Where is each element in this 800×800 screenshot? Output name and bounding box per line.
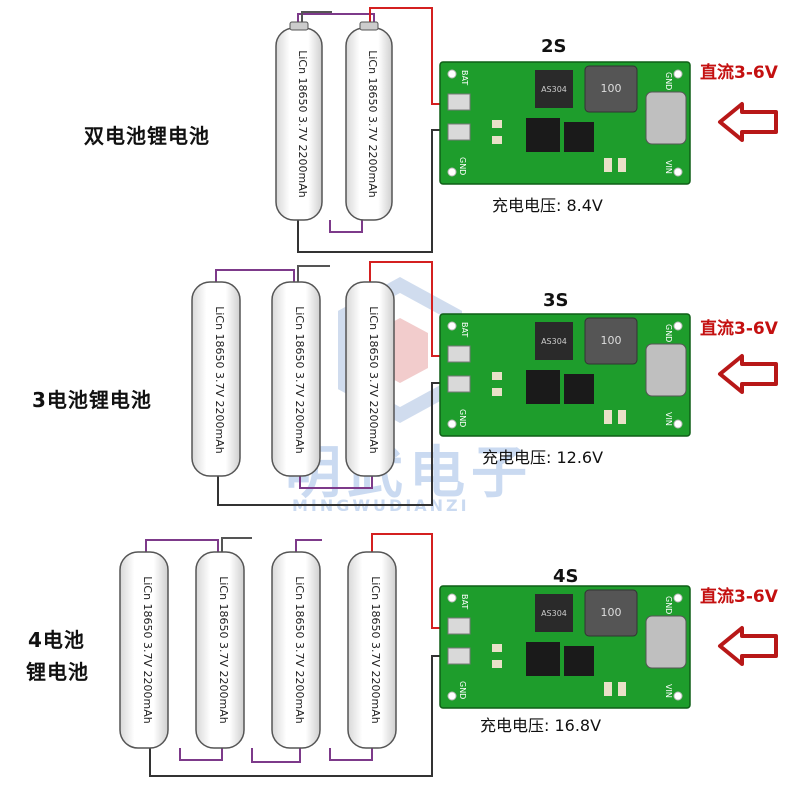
- pin-label: GND: [664, 596, 673, 614]
- inductor-label: 100: [601, 606, 622, 619]
- battery-label: LiCn 18650 3.7V 2200mAh: [141, 576, 154, 724]
- row-4s-wires: [145, 533, 448, 777]
- battery-label: LiCn 18650 3.7V 2200mAh: [217, 576, 230, 724]
- charger-board: BAT GND GND VIN 100 AS304: [439, 585, 691, 709]
- chip-label: AS304: [541, 85, 567, 94]
- chip-label: AS304: [541, 337, 567, 346]
- pin-label: GND: [458, 681, 467, 699]
- battery-label: LiCn 18650 3.7V 2200mAh: [213, 306, 226, 454]
- battery-label: LiCn 18650 3.7V 2200mAh: [293, 576, 306, 724]
- battery-label: LiCn 18650 3.7V 2200mAh: [296, 50, 309, 198]
- pin-label: VIN: [664, 684, 673, 698]
- input-arrow: [718, 354, 778, 394]
- pin-label: VIN: [664, 160, 673, 174]
- pin-label: BAT: [460, 70, 469, 85]
- row-4s-input: 直流3-6V: [700, 587, 778, 607]
- pin-label: GND: [664, 324, 673, 342]
- pin-label: VIN: [664, 412, 673, 426]
- row-2s-label: 双电池锂电池: [84, 124, 210, 148]
- row-4s-label: 4电池: [28, 628, 85, 652]
- pin-label: BAT: [460, 594, 469, 609]
- input-arrow: [718, 102, 778, 142]
- charger-board: BAT GND GND VIN 100 AS304: [439, 61, 691, 185]
- pin-label: GND: [664, 72, 673, 90]
- row-4s-voltage: 充电电压: 16.8V: [480, 716, 602, 735]
- row-2s-series: 2S: [541, 36, 567, 57]
- battery-cell: LiCn 18650 3.7V 2200mAh: [345, 21, 393, 221]
- battery-cell: LiCn 18650 3.7V 2200mAh: [195, 551, 245, 749]
- row-2s-voltage: 充电电压: 8.4V: [492, 196, 603, 215]
- input-arrow: [718, 626, 778, 666]
- row-3s-voltage: 充电电压: 12.6V: [482, 448, 604, 467]
- row-4s-series: 4S: [553, 566, 579, 587]
- battery-cell: LiCn 18650 3.7V 2200mAh: [345, 281, 395, 477]
- inductor-label: 100: [601, 334, 622, 347]
- row-3s-series: 3S: [543, 290, 569, 311]
- battery-label: LiCn 18650 3.7V 2200mAh: [367, 306, 380, 454]
- battery-cell: LiCn 18650 3.7V 2200mAh: [119, 551, 169, 749]
- pin-label: GND: [458, 157, 467, 175]
- row-3s-input: 直流3-6V: [700, 319, 778, 339]
- battery-cell: LiCn 18650 3.7V 2200mAh: [271, 551, 321, 749]
- row-2s-input: 直流3-6V: [700, 63, 778, 83]
- pin-label: BAT: [460, 322, 469, 337]
- row-3s-wires: [215, 261, 448, 506]
- charger-board: BAT GND GND VIN 100 AS304: [439, 313, 691, 437]
- battery-label: LiCn 18650 3.7V 2200mAh: [366, 50, 379, 198]
- battery-label: LiCn 18650 3.7V 2200mAh: [293, 306, 306, 454]
- pin-label: GND: [458, 409, 467, 427]
- chip-label: AS304: [541, 609, 567, 618]
- battery-cell: LiCn 18650 3.7V 2200mAh: [271, 281, 321, 477]
- inductor-label: 100: [601, 82, 622, 95]
- watermark-text: 明武电子: [285, 441, 533, 506]
- battery-cell: LiCn 18650 3.7V 2200mAh: [347, 551, 397, 749]
- battery-label: LiCn 18650 3.7V 2200mAh: [369, 576, 382, 724]
- battery-cell: LiCn 18650 3.7V 2200mAh: [275, 21, 323, 221]
- battery-cell: LiCn 18650 3.7V 2200mAh: [191, 281, 241, 477]
- row-3s-label: 3电池锂电池: [32, 388, 152, 412]
- row-4s-label-2: 锂电池: [26, 660, 89, 684]
